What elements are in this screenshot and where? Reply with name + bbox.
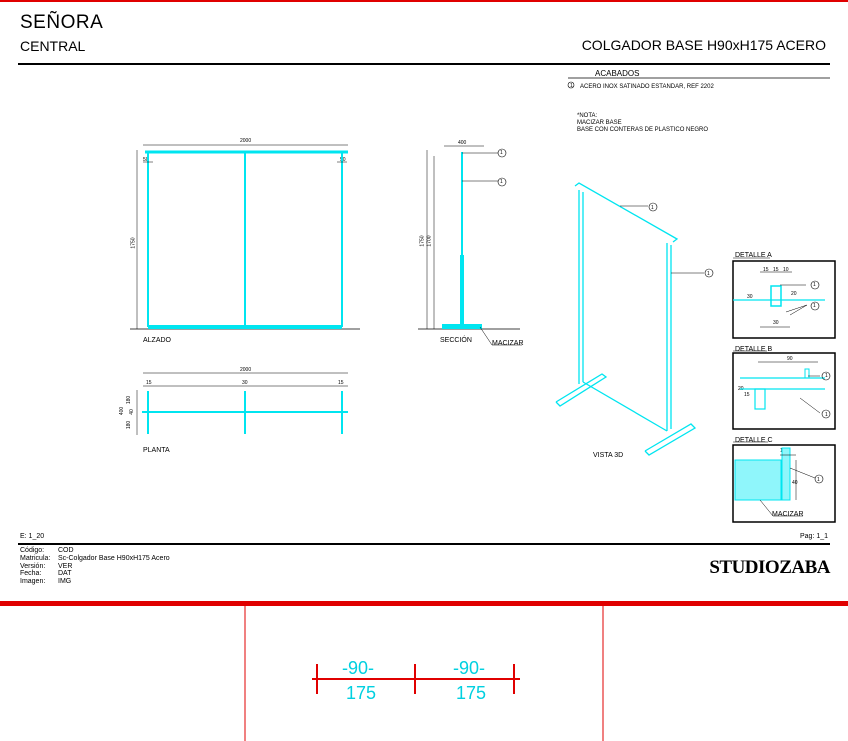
- view-label-3d: VISTA 3D: [593, 452, 624, 459]
- dim-det-a-2: 15: [773, 267, 779, 273]
- strip-bottom-label-2: 175: [456, 683, 487, 703]
- callout-circle: [497, 177, 507, 187]
- page-number: Pag: 1_1: [799, 533, 828, 540]
- base-foot: [442, 324, 482, 329]
- callout-det-a-1: 1: [813, 282, 816, 288]
- dim-det-b-h2: 15: [744, 392, 750, 398]
- meta-key: Versión:: [20, 562, 46, 570]
- iso-top-bar: [574, 182, 679, 243]
- view-label-section: SECCIÓN: [440, 337, 472, 344]
- meta-row: Código: COD: [20, 547, 170, 555]
- meta-row: Versión: VER: [20, 563, 170, 571]
- view-label-plan: PLANTA: [143, 447, 170, 454]
- dim-plan-width: 2000: [240, 367, 252, 373]
- meta-key: Matricula:: [20, 554, 51, 562]
- detail-c: [732, 441, 836, 523]
- callout-det-b-2: 1: [825, 412, 828, 418]
- section-view: [418, 145, 522, 346]
- drawing-title: COLGADOR BASE H90xH175 ACERO: [581, 37, 826, 53]
- scale-label: E: 1_20: [20, 533, 45, 540]
- callout-finish: 1: [570, 83, 573, 89]
- callout-3d-top: 1: [651, 205, 654, 211]
- callout-circle: [648, 202, 658, 212]
- detail-b: [732, 350, 836, 430]
- iso-right-foot: [644, 423, 697, 456]
- view-label-detail-c: DETALLE C: [735, 437, 773, 444]
- elevation-view: [130, 144, 360, 330]
- bottom-strip: -90- 175 -90- 175: [0, 606, 848, 741]
- finish-callout-circle: [567, 81, 575, 89]
- callout-det-a-2: 1: [813, 303, 816, 309]
- callout-section-mid: 1: [500, 179, 503, 185]
- dim-det-a-w: 30: [773, 320, 779, 326]
- callout-3d-mid: 1: [707, 271, 710, 277]
- note-heading: *NOTA:: [577, 113, 598, 119]
- meta-key: Imagen:: [20, 578, 46, 586]
- finishes-heading: ACABADOS: [595, 69, 640, 78]
- macizar-label-section: MACIZAR: [492, 340, 524, 347]
- note-line-1: MACIZAR BASE: [577, 120, 622, 126]
- dim-det-c-h: 40: [792, 480, 798, 486]
- dim-det-a-s: 20: [791, 291, 797, 297]
- dim-plan-mid: 30: [242, 380, 248, 386]
- callout-circle: [704, 268, 714, 278]
- strip-top-label-2: -90-: [453, 658, 486, 678]
- macizar-label-detail-c: MACIZAR: [772, 511, 804, 518]
- view-label-detail-b: DETALLE B: [735, 346, 773, 353]
- meta-key: Fecha:: [20, 570, 42, 578]
- meta-key: Código:: [20, 547, 45, 554]
- dim-det-a-1: 15: [763, 267, 769, 273]
- view-label-detail-a: DETALLE A: [735, 252, 772, 259]
- plan-view: [136, 372, 348, 435]
- meta-value: COD: [58, 547, 74, 554]
- callout-circle: [497, 148, 507, 158]
- meta-row: Matricula: Sc-Colgador Base H90xH175 Acer…: [20, 555, 170, 563]
- dim-det-a-h: 30: [747, 294, 753, 300]
- studio-logo: STUDIOZABA: [709, 557, 830, 578]
- meta-row: Imagen: IMG: [20, 578, 170, 586]
- isometric-view: [555, 182, 697, 456]
- project-meta: Código: COD Matricula: Sc-Colgador Base H9…: [20, 547, 170, 586]
- dim-section-width: 400: [458, 140, 467, 146]
- callout-det-b-1: 1: [825, 373, 828, 379]
- iso-left-foot: [555, 373, 608, 407]
- dim-elev-width: 2000: [240, 138, 252, 144]
- strip-top-label-1: -90-: [342, 658, 375, 678]
- client-name: SEÑORA: [20, 12, 104, 33]
- meta-value: IMG: [58, 578, 72, 586]
- meta-row: Fecha: DAT: [20, 570, 170, 578]
- leader: [479, 326, 493, 346]
- sheet-bottom-border: [0, 601, 848, 606]
- dim-det-b-w: 90: [787, 356, 793, 362]
- strip-bottom-label-1: 175: [346, 683, 377, 703]
- detail-a: [732, 257, 836, 339]
- view-label-elevation: ALZADO: [143, 337, 172, 344]
- meta-value: VER: [58, 562, 73, 570]
- meta-value: Sc-Colgador Base H90xH175 Acero: [58, 554, 170, 562]
- dim-elev-left: 50: [143, 157, 149, 163]
- dim-det-a-3: 10: [783, 267, 789, 273]
- note-line-2: BASE CON CONTERAS DE PLASTICO NEGRO: [577, 127, 709, 133]
- dim-plan-right: 15: [338, 380, 344, 386]
- callout-det-c: 1: [817, 477, 820, 483]
- sheet-top-border: [0, 0, 848, 2]
- dim-plan-left: 15: [146, 380, 152, 386]
- client-location: CENTRAL: [20, 38, 86, 54]
- finish-item-text: ACERO INOX SATINADO ESTANDAR, REF 2202: [580, 84, 714, 90]
- callout-section-top: 1: [500, 150, 503, 156]
- meta-value: DAT: [58, 570, 72, 578]
- strip-drawing: [244, 606, 604, 741]
